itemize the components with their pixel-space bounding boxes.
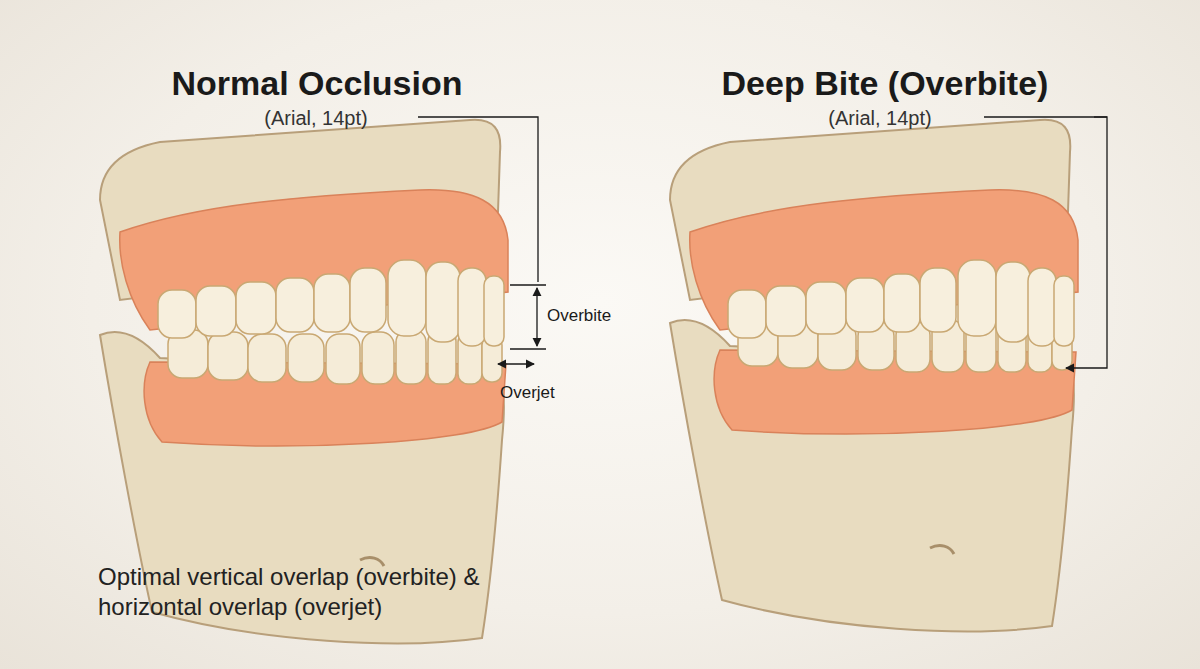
font-note: (Arial, 14pt) [828,106,931,131]
panel-heading: Normal Occlusion [172,62,463,105]
tick [510,348,546,349]
panel-heading: Deep Bite (Overbite) [722,62,1049,105]
normal-upper-jaw [100,120,508,346]
dimension-label: Overbite [547,305,611,326]
overbite-arrow [536,288,537,346]
dimension-label: Overjet [500,382,555,403]
leader-line [418,117,538,282]
overjet-arrow [498,363,534,364]
caption-note: Optimal vertical overlap (overbite) & ho… [98,562,498,622]
deep-bite-lower-jaw [670,318,1076,631]
leader-line [984,117,1107,368]
deep-bite-upper-jaw [670,120,1078,346]
tick [510,284,546,285]
tick [1094,116,1107,117]
font-note: (Arial, 14pt) [264,106,367,131]
